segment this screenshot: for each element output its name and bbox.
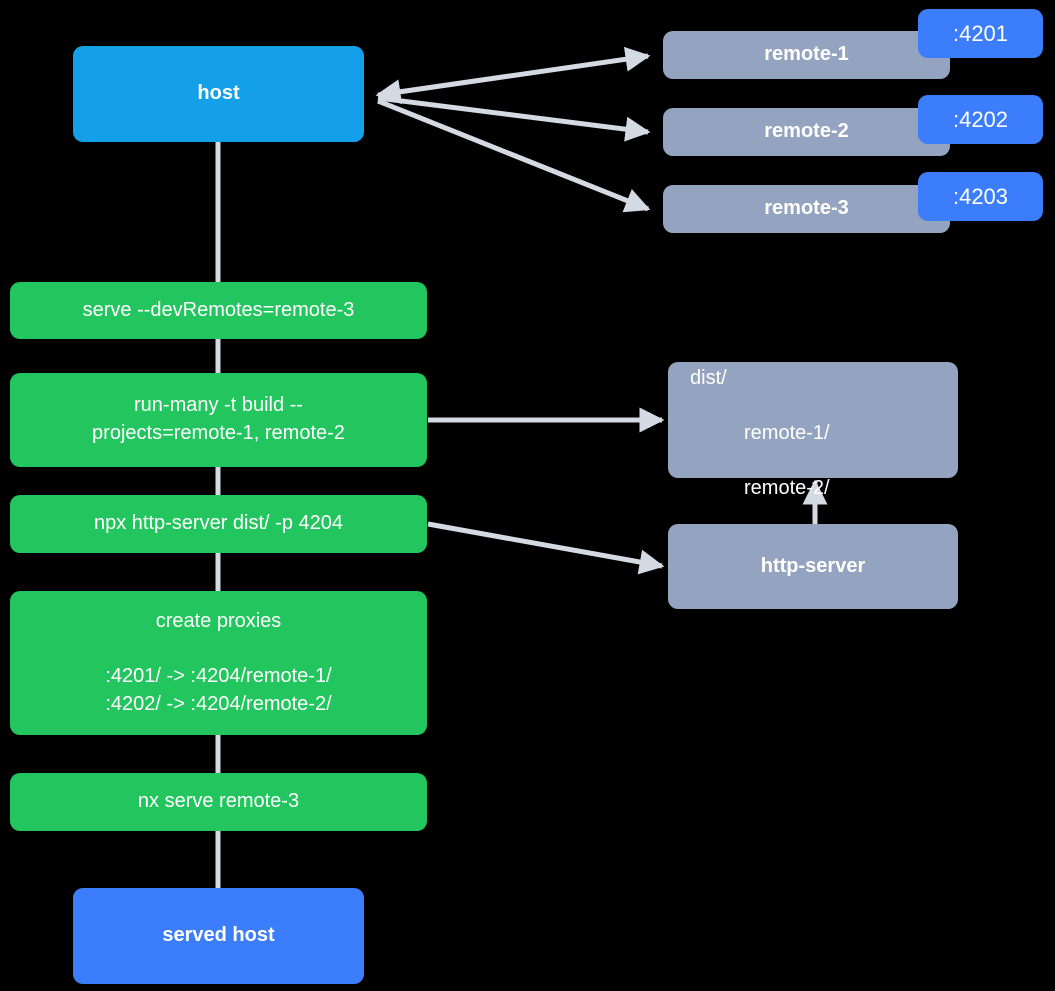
edge-host-to-remote-1 xyxy=(375,46,651,105)
node-remote-2[interactable]: remote-2 xyxy=(663,108,950,156)
dist-child-remote-1: remote-1/ xyxy=(744,422,830,444)
badge-remote-3-port[interactable]: :4203 xyxy=(918,172,1043,221)
dist-root-label: dist/ xyxy=(690,366,727,389)
node-command-npx-http-server[interactable]: npx http-server dist/ -p 4204 xyxy=(10,495,427,553)
node-remote-3[interactable]: remote-3 xyxy=(663,185,950,233)
node-remote-1[interactable]: remote-1 xyxy=(663,31,950,79)
edge-npx-to-http-server xyxy=(427,521,665,575)
node-http-server[interactable]: http-server xyxy=(668,524,958,609)
edge-host-to-remote-2 xyxy=(377,95,651,142)
dist-tree: dist/ remote-1/ remote-2/ xyxy=(690,337,958,503)
dist-child-remote-2: remote-2/ xyxy=(744,477,830,500)
node-dist-folder[interactable]: dist/ remote-1/ remote-2/ xyxy=(668,362,958,499)
node-command-serve-devremotes[interactable]: serve --devRemotes=remote-3 xyxy=(10,282,427,339)
node-command-nx-serve-remote-3[interactable]: nx serve remote-3 xyxy=(10,773,427,831)
node-served-host[interactable]: served host xyxy=(73,888,364,984)
edge-host-to-remote-3 xyxy=(377,98,651,213)
node-command-create-proxies[interactable]: create proxies :4201/ -> :4204/remote-1/… xyxy=(10,591,427,735)
node-command-run-many-build[interactable]: run-many -t build -- projects=remote-1, … xyxy=(10,373,427,467)
node-host[interactable]: host xyxy=(73,46,364,142)
badge-remote-1-port[interactable]: :4201 xyxy=(918,9,1043,58)
badge-remote-2-port[interactable]: :4202 xyxy=(918,95,1043,144)
